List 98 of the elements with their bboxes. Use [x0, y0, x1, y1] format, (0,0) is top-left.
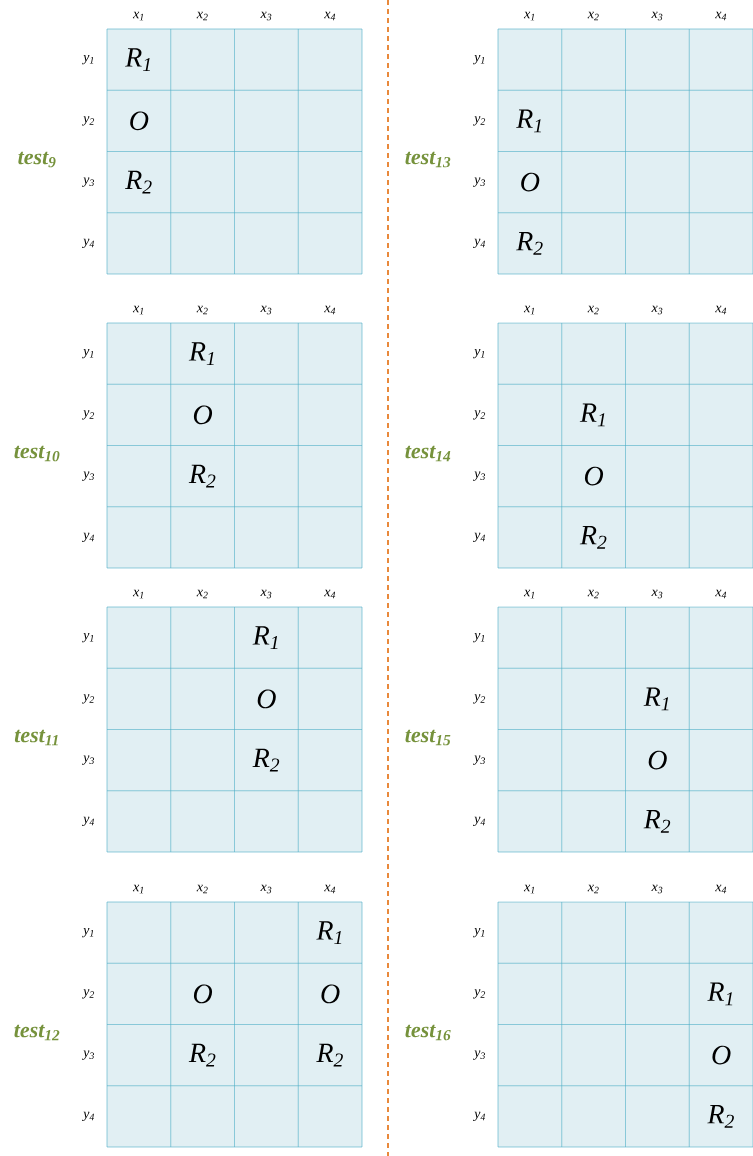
column-label: x$_{3}$ — [260, 11, 272, 21]
cell-symbol: R$_{1}$ — [643, 687, 669, 711]
column-label: x$_{1}$ — [523, 884, 535, 894]
row-label: y$_{3}$ — [473, 471, 485, 481]
column-label: x$_{1}$ — [132, 11, 144, 21]
cell-symbol: R$_{2}$ — [252, 748, 280, 772]
panel-label: test$_{16}$ — [405, 1024, 451, 1041]
cell-symbol: R$_{1}$ — [188, 342, 214, 365]
column-label: x$_{2}$ — [196, 589, 208, 599]
column-label: x$_{4}$ — [715, 305, 727, 315]
column-label: x$_{4}$ — [324, 884, 336, 894]
row-label: y$_{2}$ — [82, 410, 95, 420]
column-label: x$_{1}$ — [132, 884, 144, 894]
cell-symbol: R$_{2}$ — [316, 1043, 343, 1067]
cell-symbol: O — [130, 111, 149, 131]
cell-symbol: R$_{2}$ — [579, 526, 607, 549]
panel-label: test$_{12}$ — [14, 1024, 60, 1041]
row-label: y$_{4}$ — [82, 532, 95, 543]
row-label: y$_{2}$ — [82, 116, 95, 126]
row-label: y$_{1}$ — [473, 632, 485, 643]
cell-symbol: R$_{1}$ — [316, 921, 342, 944]
cell-symbol: R$_{2}$ — [188, 1043, 216, 1067]
cell-symbol: O — [193, 984, 213, 1004]
column-label: x$_{4}$ — [715, 11, 727, 21]
cell-symbol: O — [648, 750, 667, 770]
row-label: y$_{1}$ — [473, 54, 485, 65]
column-label: x$_{2}$ — [587, 11, 599, 21]
row-label: y$_{4}$ — [82, 1111, 95, 1122]
row-label: y$_{2}$ — [82, 989, 95, 999]
cell-symbol: R$_{1}$ — [252, 626, 278, 649]
column-label: x$_{4}$ — [324, 589, 336, 599]
row-label: y$_{4}$ — [82, 816, 95, 827]
row-label: y$_{4}$ — [473, 1111, 486, 1122]
row-label: y$_{3}$ — [473, 1050, 485, 1060]
row-label: y$_{3}$ — [473, 177, 485, 187]
column-label: x$_{1}$ — [523, 305, 535, 315]
row-label: y$_{2}$ — [473, 410, 486, 420]
column-label: x$_{3}$ — [260, 305, 272, 315]
cell-symbol: O — [584, 466, 604, 486]
panel-label: test$_{14}$ — [405, 445, 451, 462]
panel-label: test$_{15}$ — [405, 729, 451, 746]
panel-label: test$_{10}$ — [14, 445, 60, 462]
row-label: y$_{3}$ — [473, 755, 485, 765]
cell-symbol: R$_{1}$ — [579, 403, 605, 427]
cell-symbol: R$_{2}$ — [707, 1105, 734, 1128]
column-label: x$_{3}$ — [651, 305, 663, 315]
row-label: y$_{1}$ — [82, 54, 94, 65]
column-label: x$_{4}$ — [715, 589, 727, 599]
column-label: x$_{2}$ — [587, 884, 599, 894]
column-label: x$_{1}$ — [523, 11, 535, 21]
column-label: x$_{3}$ — [260, 589, 272, 599]
row-label: y$_{1}$ — [473, 348, 485, 359]
panel-label: test$_{9}$ — [18, 151, 56, 168]
row-label: y$_{2}$ — [473, 694, 486, 704]
cell-symbol: O — [193, 405, 213, 425]
row-label: y$_{3}$ — [82, 755, 94, 765]
cell-symbol: R$_{2}$ — [643, 810, 671, 833]
column-label: x$_{1}$ — [523, 589, 535, 599]
cell-symbol: R$_{2}$ — [188, 464, 216, 488]
row-label: y$_{1}$ — [473, 927, 485, 938]
column-label: x$_{2}$ — [196, 884, 208, 894]
row-label: y$_{2}$ — [82, 694, 95, 704]
cell-symbol: R$_{2}$ — [125, 170, 152, 194]
cell-symbol: R$_{2}$ — [516, 232, 543, 255]
row-label: y$_{3}$ — [82, 471, 94, 481]
column-label: x$_{2}$ — [196, 305, 208, 315]
cell-symbol: O — [321, 984, 340, 1004]
column-label: x$_{3}$ — [651, 589, 663, 599]
cell-symbol: O — [521, 172, 540, 192]
cell-symbol: O — [712, 1045, 731, 1065]
row-label: y$_{4}$ — [473, 532, 486, 543]
cell-symbol: R$_{1}$ — [707, 982, 733, 1006]
panel-label: test$_{11}$ — [14, 729, 58, 746]
column-label: x$_{4}$ — [324, 11, 336, 21]
row-label: y$_{2}$ — [473, 116, 486, 126]
cell-symbol: R$_{1}$ — [516, 109, 541, 133]
column-label: x$_{2}$ — [196, 11, 208, 21]
row-label: y$_{1}$ — [82, 348, 94, 359]
row-label: y$_{3}$ — [82, 1050, 94, 1060]
column-label: x$_{2}$ — [587, 305, 599, 315]
cell-symbol: O — [257, 689, 276, 709]
row-label: y$_{3}$ — [82, 177, 94, 187]
panel-label: test$_{13}$ — [405, 151, 451, 168]
row-label: y$_{4}$ — [473, 816, 486, 827]
row-label: y$_{1}$ — [82, 927, 94, 938]
cell-symbol: R$_{1}$ — [125, 48, 150, 71]
column-label: x$_{1}$ — [132, 589, 144, 599]
row-label: y$_{1}$ — [82, 632, 94, 643]
column-label: x$_{4}$ — [324, 305, 336, 315]
column-label: x$_{1}$ — [132, 305, 144, 315]
column-label: x$_{3}$ — [260, 884, 272, 894]
row-label: y$_{4}$ — [82, 238, 95, 249]
column-label: x$_{3}$ — [651, 884, 663, 894]
column-label: x$_{4}$ — [715, 884, 727, 894]
row-label: y$_{4}$ — [473, 238, 486, 249]
column-label: x$_{3}$ — [651, 11, 663, 21]
row-label: y$_{2}$ — [473, 989, 486, 999]
column-label: x$_{2}$ — [587, 589, 599, 599]
